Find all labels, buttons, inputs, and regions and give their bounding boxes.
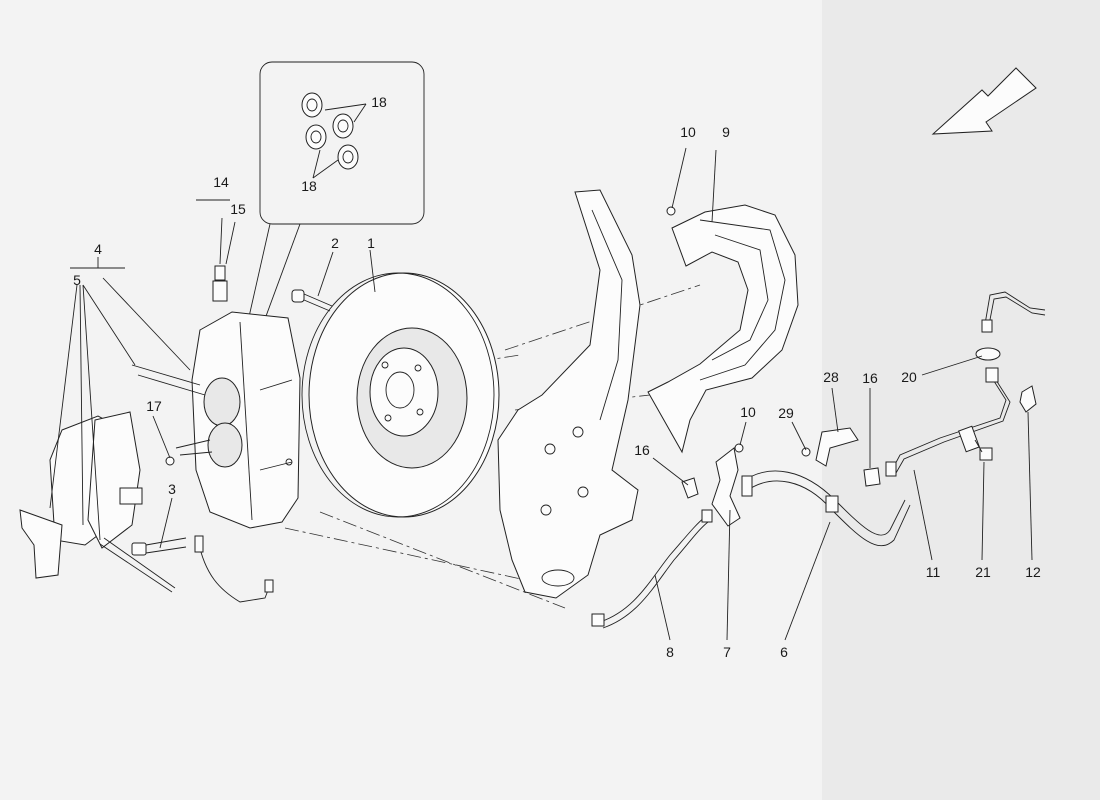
label-4: 4 xyxy=(94,241,102,257)
disc-bolt-icon xyxy=(291,289,333,312)
label-7: 7 xyxy=(723,644,731,660)
seal-ring-icon xyxy=(301,92,359,170)
label-15: 15 xyxy=(230,201,246,217)
caliper-brake-pipe-icon xyxy=(194,535,274,603)
hose-clip-icon xyxy=(863,467,881,487)
brake-pads-icon xyxy=(19,364,206,593)
label-1: 1 xyxy=(367,235,375,251)
shield-bolt-icon xyxy=(666,206,676,216)
seal-kit-callout xyxy=(231,61,425,393)
label-2: 2 xyxy=(331,235,339,251)
wear-sensor-icon xyxy=(958,425,993,461)
hose-clip-icon xyxy=(681,477,699,499)
label-18-bottom: 18 xyxy=(301,178,317,194)
label-10-bracket: 10 xyxy=(740,404,756,420)
bracket-icon xyxy=(815,427,859,467)
label-5: 5 xyxy=(73,272,81,288)
part-labels: 1 2 3 4 5 6 7 8 9 10 10 11 12 14 15 16 1… xyxy=(73,94,1041,660)
bleeder-valve-icon xyxy=(196,199,236,302)
screw-icon xyxy=(165,439,213,466)
brake-pipe-icon xyxy=(591,509,713,629)
label-11: 11 xyxy=(926,564,941,580)
bracket-screw-icon xyxy=(801,447,811,457)
label-20: 20 xyxy=(901,369,917,385)
grommet-icon xyxy=(975,291,1046,361)
label-16-right: 16 xyxy=(862,370,878,386)
hose-bracket-icon xyxy=(711,447,741,527)
label-17: 17 xyxy=(146,398,162,414)
label-8: 8 xyxy=(666,644,674,660)
label-12: 12 xyxy=(1025,564,1041,580)
label-9: 9 xyxy=(722,124,730,140)
steering-knuckle-icon xyxy=(497,189,641,599)
label-3: 3 xyxy=(168,481,176,497)
label-18-top: 18 xyxy=(371,94,387,110)
background-panel xyxy=(822,0,1100,800)
label-6: 6 xyxy=(780,644,788,660)
label-16-left: 16 xyxy=(634,442,650,458)
brake-hose-icon xyxy=(741,470,911,546)
brake-disc-icon xyxy=(301,272,500,518)
arrow-down-left-icon xyxy=(931,67,1037,135)
bracket-bolt-icon xyxy=(734,443,744,453)
label-14: 14 xyxy=(213,174,229,190)
label-28: 28 xyxy=(823,369,839,385)
clip-icon xyxy=(1019,385,1037,413)
label-21: 21 xyxy=(975,564,991,580)
guide-pin-icon xyxy=(131,537,187,556)
brake-caliper-icon xyxy=(191,311,301,529)
label-10-shield: 10 xyxy=(680,124,696,140)
label-29: 29 xyxy=(778,405,794,421)
dust-shield-icon xyxy=(647,204,799,454)
leader-lines xyxy=(49,147,1033,641)
